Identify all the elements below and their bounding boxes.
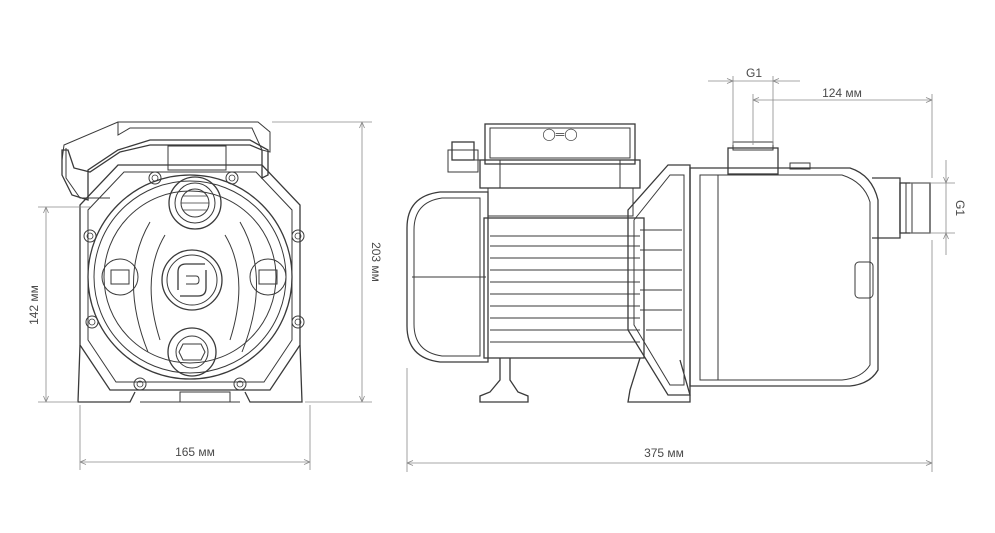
motor-fins	[490, 235, 640, 343]
inlet-offset-label: 124 мм	[822, 86, 862, 100]
bracket-ribs	[640, 229, 682, 331]
front-dimensions	[38, 121, 372, 470]
brand-logo-icon	[161, 249, 223, 311]
side-view: ◯═◯	[406, 123, 931, 403]
bolt-icon	[83, 171, 305, 391]
side-dimensions	[406, 76, 955, 472]
front-width-label: 165 мм	[175, 445, 215, 459]
brand-plate-icon: ◯═◯	[542, 127, 577, 141]
outlet-thread-label: G1	[953, 200, 967, 216]
front-height-body-label: 142 мм	[27, 285, 41, 325]
inlet-thread-label: G1	[746, 66, 762, 80]
front-height-total-label: 203 мм	[369, 242, 383, 282]
front-view	[61, 121, 305, 403]
side-length-label: 375 мм	[644, 446, 684, 460]
